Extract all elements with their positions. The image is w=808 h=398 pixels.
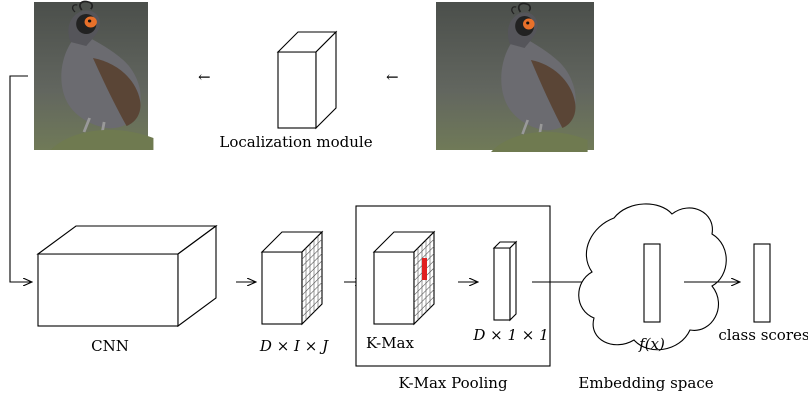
feature-map — [260, 230, 324, 326]
embedding-vector — [643, 243, 661, 323]
kmax-label: K-Max — [366, 334, 414, 352]
grid-line — [301, 282, 323, 303]
feature-dims-label: D × I × J — [259, 337, 329, 355]
grid-line — [413, 238, 435, 260]
connector-line — [9, 75, 32, 282]
kmax-highlight — [422, 258, 427, 280]
grid-line — [301, 238, 323, 260]
arrow-left-2: ← — [386, 68, 399, 86]
embedding-space-label: Embedding space — [578, 374, 713, 392]
input-photo — [436, 2, 594, 154]
class-scores-label: class scores — [718, 326, 808, 344]
pooled-dims-label: D × 1 × 1 — [472, 326, 548, 344]
kmax-pooling-label: K-Max Pooling — [398, 374, 508, 392]
grid-line — [301, 246, 323, 267]
grid-line — [413, 246, 435, 267]
grid-line — [301, 289, 323, 310]
grid-line — [413, 282, 435, 303]
class-scores-vector — [753, 243, 771, 323]
kmax-feature-map — [372, 230, 436, 326]
grid-line — [301, 267, 323, 289]
arrow-left-1: ← — [198, 68, 211, 86]
grid-line — [413, 289, 435, 310]
pooled-vector — [492, 240, 518, 322]
cropped-photo — [34, 0, 155, 152]
cnn-block — [36, 224, 218, 328]
grid-line — [413, 274, 435, 296]
embedding-fn-label: f(x) — [638, 335, 665, 353]
grid-line — [301, 296, 323, 318]
grid-line — [301, 253, 323, 274]
grid-line — [413, 296, 435, 318]
localization-module-cube — [276, 30, 338, 130]
cnn-label: CNN — [91, 337, 129, 355]
localization-module-label: Localization module — [219, 133, 372, 151]
grid-line — [301, 260, 323, 282]
grid-line — [301, 274, 323, 296]
